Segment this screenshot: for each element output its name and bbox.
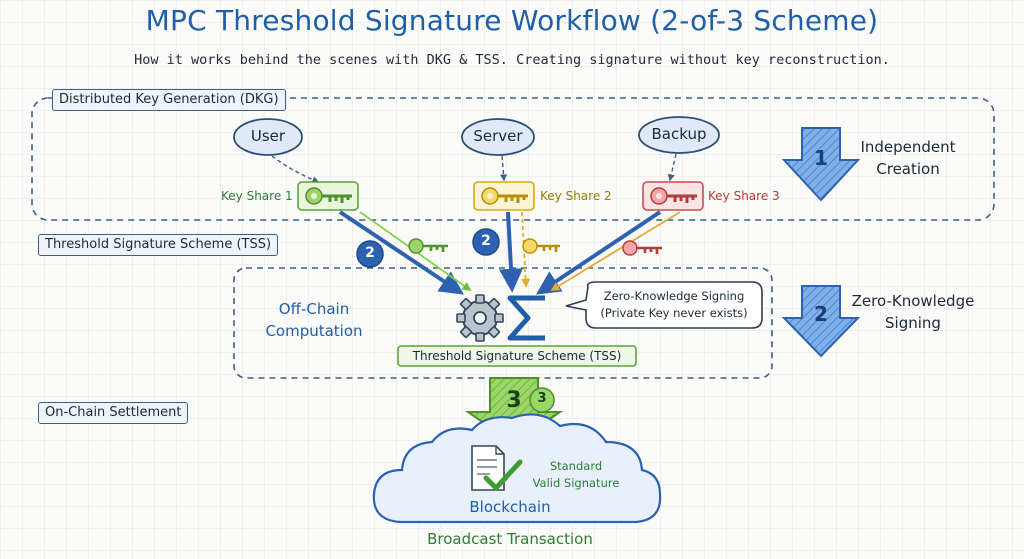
- zk-bubble-text: Zero-Knowledge Signing (Private Key neve…: [588, 288, 760, 322]
- step-2-badge-middle: [472, 228, 500, 256]
- step-3-badge: [529, 387, 555, 413]
- user-to-share-arrow: [271, 155, 320, 184]
- key-share-2-icon: [473, 181, 535, 211]
- zk-bubble-line2: (Private Key never exists): [600, 306, 748, 320]
- blockchain-label: Blockchain: [469, 498, 551, 516]
- section-label-dkg: Distributed Key Generation (DKG): [52, 89, 286, 111]
- step-1-label-line1: Independent: [860, 138, 956, 156]
- step-1-arrow: [781, 127, 861, 202]
- signature-doc-label: Standard Valid Signature: [526, 458, 626, 492]
- step-2-label: Zero-Knowledge Signing: [846, 290, 980, 334]
- page-subtitle: How it works behind the scenes with DKG …: [134, 52, 890, 68]
- key-share-3-icon: [642, 181, 704, 211]
- share-2-to-tss-arrow: [499, 211, 523, 293]
- key-share-1-icon: [297, 181, 359, 211]
- backup-node: [638, 116, 720, 154]
- party-label-server: Server: [473, 127, 523, 145]
- step-2-badge-left: [356, 240, 384, 268]
- gear-icon: [456, 294, 504, 342]
- step-3-number: 3: [506, 388, 522, 413]
- server-to-share-arrow: [500, 155, 508, 182]
- section-label-onchain: On-Chain Settlement: [38, 402, 189, 424]
- key-share-1-label: Key Share 1: [221, 189, 293, 203]
- tss-box-label: Threshold Signature Scheme (TSS): [412, 349, 622, 363]
- tss-box-frame: [397, 345, 637, 367]
- share-1-to-tss-arrow: [338, 210, 464, 295]
- step-2-arrow: [781, 285, 861, 358]
- zk-speech-bubble: [565, 281, 763, 329]
- offchain-label: Off-Chain Computation: [254, 298, 374, 342]
- section-label-tss: Threshold Signature Scheme (TSS): [38, 234, 279, 256]
- share-3-to-tss-arrow: [536, 210, 662, 295]
- step-2-badge-left-number: 2: [365, 245, 375, 261]
- floating-green-key-icon: [408, 238, 448, 254]
- party-label-user: User: [250, 127, 286, 145]
- signature-doc-line1: Standard: [549, 459, 603, 473]
- dkg-region: [31, 97, 995, 221]
- step-1-label: Independent Creation: [846, 136, 970, 180]
- offchain-label-line1: Off-Chain: [278, 300, 350, 318]
- checkmark-icon: [483, 459, 523, 491]
- user-node: [233, 118, 303, 156]
- step-3-badge-number: 3: [537, 391, 547, 406]
- backup-to-share-arrow: [667, 153, 677, 182]
- key-share-3-label: Key Share 3: [708, 189, 780, 203]
- offchain-label-line2: Computation: [265, 322, 363, 340]
- step-1-number: 1: [814, 146, 828, 170]
- orange-key-path: [550, 211, 681, 291]
- sigma-icon: [507, 295, 545, 341]
- floating-gold-key-icon: [522, 238, 560, 254]
- step-1-label-line2: Creation: [876, 160, 940, 178]
- step-2-number: 2: [814, 302, 828, 326]
- key-share-2-label: Key Share 2: [540, 189, 612, 203]
- signed-document-icon: [471, 445, 505, 491]
- floating-red-key-icon: [622, 240, 662, 256]
- server-node: [461, 118, 535, 156]
- page-title: MPC Threshold Signature Workflow (2-of-3…: [145, 4, 879, 37]
- step-2-badge-middle-number: 2: [481, 233, 491, 249]
- party-label-backup: Backup: [651, 125, 707, 143]
- step-2-label-line1: Zero-Knowledge: [851, 292, 975, 310]
- zk-bubble-line1: Zero-Knowledge Signing: [603, 289, 745, 303]
- broadcast-caption: Broadcast Transaction: [427, 530, 593, 548]
- signature-doc-line2: Valid Signature: [532, 476, 620, 490]
- step-2-label-line2: Signing: [885, 314, 941, 332]
